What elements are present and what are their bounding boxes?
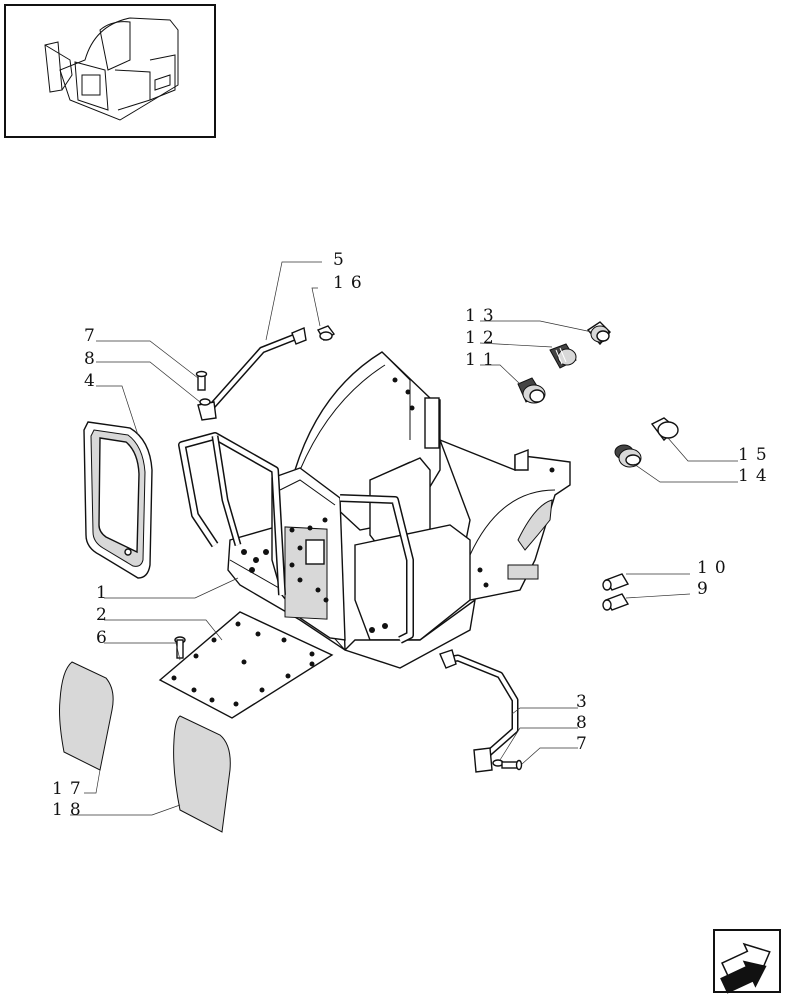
assembly-thumbnail-icon bbox=[44, 17, 179, 121]
part-3-lower-handrail bbox=[439, 649, 519, 773]
part-5-upper-handrail bbox=[197, 327, 307, 421]
thumbnail-frame[interactable] bbox=[4, 4, 216, 138]
part-8-washer-upper bbox=[199, 398, 211, 406]
label-1: 1 bbox=[96, 583, 114, 603]
label-4: 4 bbox=[84, 371, 102, 391]
label-12: 12 bbox=[465, 328, 501, 348]
label-14: 14 bbox=[738, 466, 774, 486]
leader-lines bbox=[70, 261, 738, 816]
part-1-cab-frame bbox=[178, 351, 571, 669]
label-3: 3 bbox=[576, 692, 594, 712]
label-8-upper: 8 bbox=[84, 349, 102, 369]
part-16-cap bbox=[316, 325, 336, 341]
part-4-side-window bbox=[83, 421, 153, 579]
label-7-upper: 7 bbox=[84, 326, 102, 346]
label-11: 11 bbox=[465, 350, 501, 370]
label-9: 9 bbox=[697, 579, 715, 599]
label-2: 2 bbox=[96, 605, 114, 625]
part-14-grommet bbox=[614, 444, 642, 468]
part-7-bolt-upper bbox=[195, 370, 208, 391]
label-15: 15 bbox=[738, 445, 774, 465]
label-7-lower: 7 bbox=[576, 734, 594, 754]
part-10-pin bbox=[602, 573, 630, 591]
label-17: 17 bbox=[52, 779, 88, 799]
part-15-plug bbox=[650, 417, 679, 442]
part-2-floor-plate bbox=[158, 611, 334, 719]
part-18-mat bbox=[173, 715, 231, 833]
label-16: 16 bbox=[333, 273, 369, 293]
part-6-bolt bbox=[174, 636, 186, 659]
label-6: 6 bbox=[96, 628, 114, 648]
label-18: 18 bbox=[52, 800, 88, 820]
callout-labels: 5 16 7 8 4 13 12 11 15 14 10 9 1 2 6 3 8… bbox=[52, 250, 774, 820]
part-11-grommet bbox=[517, 377, 546, 404]
label-5: 5 bbox=[333, 250, 351, 270]
part-9-pin bbox=[602, 593, 630, 611]
part-17-mat bbox=[59, 661, 114, 771]
label-8-lower: 8 bbox=[576, 713, 594, 733]
part-12-connector bbox=[549, 343, 577, 369]
label-10: 10 bbox=[697, 558, 733, 578]
part-7-bolt-lower bbox=[501, 759, 523, 771]
next-page-arrow-icon bbox=[720, 942, 771, 994]
part-13-plug bbox=[586, 321, 611, 346]
label-13: 13 bbox=[465, 306, 501, 326]
next-page-button[interactable] bbox=[713, 929, 781, 998]
